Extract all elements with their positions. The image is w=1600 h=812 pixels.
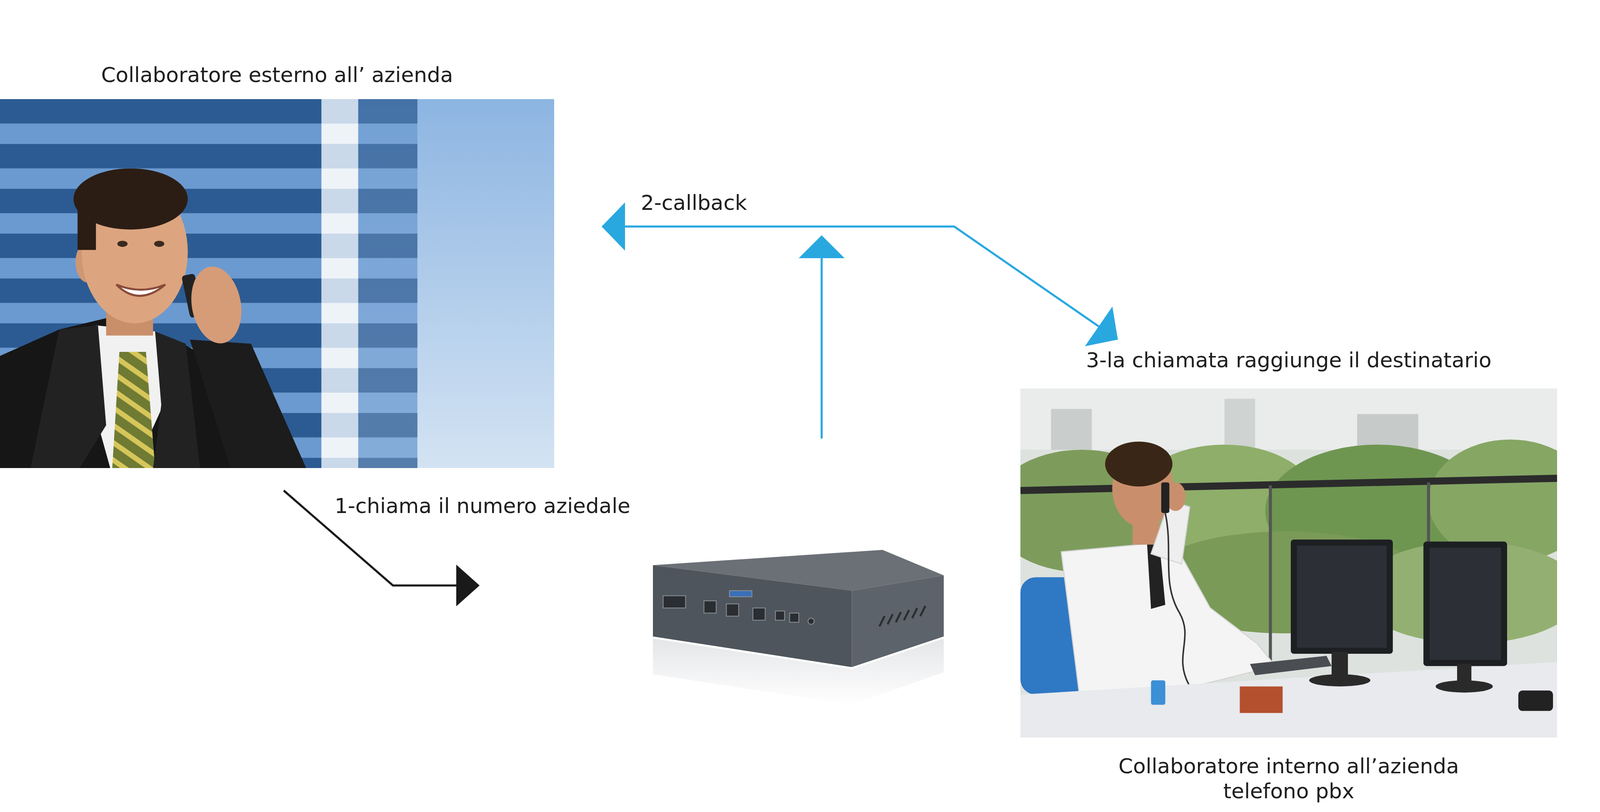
man-at-desk — [1061, 441, 1276, 698]
desk — [1020, 662, 1558, 738]
node-heading: 3-la chiamata raggiunge il destinatario — [1020, 347, 1558, 373]
callback-connector — [602, 226, 1118, 340]
desk-phone — [1518, 690, 1553, 712]
man-figure — [0, 168, 307, 469]
internal-collaborator: 3-la chiamata raggiunge il destinatarioC… — [1020, 347, 1558, 805]
cup — [1150, 680, 1165, 706]
monitors — [1290, 540, 1508, 694]
connector-label: 2-callback — [640, 190, 748, 216]
call-arrowhead — [456, 565, 480, 607]
desk-box — [1239, 686, 1283, 714]
sky — [0, 99, 555, 469]
device-ports — [662, 590, 814, 625]
building-column — [321, 99, 359, 469]
device-vents — [879, 606, 926, 627]
external-photo — [0, 99, 555, 469]
device-front — [652, 565, 853, 668]
callback-stem-head — [798, 235, 845, 259]
node-heading: Collaboratore esterno all’ azienda — [6, 62, 548, 88]
step-label: 1-chiama il numero aziedale — [334, 493, 631, 519]
building-edge — [358, 99, 418, 469]
keyboard — [1250, 656, 1332, 676]
background — [1020, 388, 1558, 738]
device-side — [852, 575, 944, 668]
building — [0, 99, 322, 469]
pbx-device — [652, 540, 944, 709]
callback-stem — [820, 256, 823, 439]
node-caption: Collaboratore interno all’azienda telefo… — [1080, 754, 1498, 805]
external-collaborator: Collaboratore esterno all’ azienda — [0, 62, 555, 469]
office-photo — [1020, 388, 1558, 738]
